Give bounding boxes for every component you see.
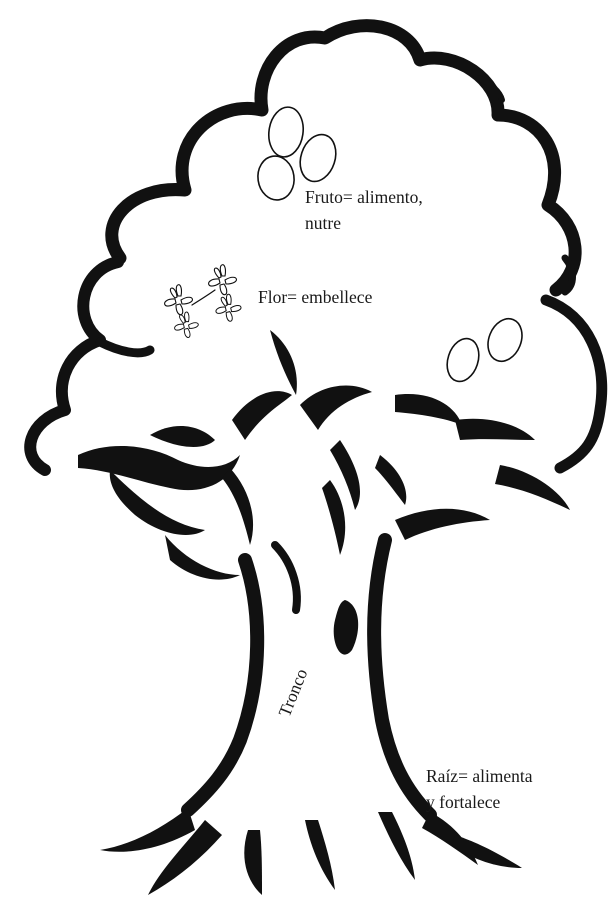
- flower-icon: [209, 265, 237, 295]
- label-fruto-line1: Fruto= alimento,: [305, 187, 423, 207]
- fruit-icon: [255, 154, 297, 203]
- flower-icon: [165, 285, 193, 315]
- flower-cluster: [165, 265, 241, 338]
- trunk: [188, 480, 430, 815]
- label-flor: Flor= embellece: [258, 287, 373, 307]
- flower-icon: [175, 312, 199, 337]
- fruit-icon: [482, 314, 528, 367]
- fruit-cluster-right: [442, 314, 528, 386]
- label-raiz-line2: y fortalece: [426, 792, 501, 812]
- flower-icon: [216, 294, 241, 321]
- fruit-icon: [442, 334, 484, 385]
- branches: [78, 330, 570, 580]
- fruit-icon: [266, 105, 307, 159]
- labels: Fruto= alimento, nutre Flor= embellece T…: [258, 187, 533, 812]
- label-raiz-line1: Raíz= alimenta: [426, 766, 533, 786]
- roots: [100, 808, 522, 895]
- label-tronco: Tronco: [274, 665, 311, 719]
- label-fruto-line2: nutre: [305, 213, 341, 233]
